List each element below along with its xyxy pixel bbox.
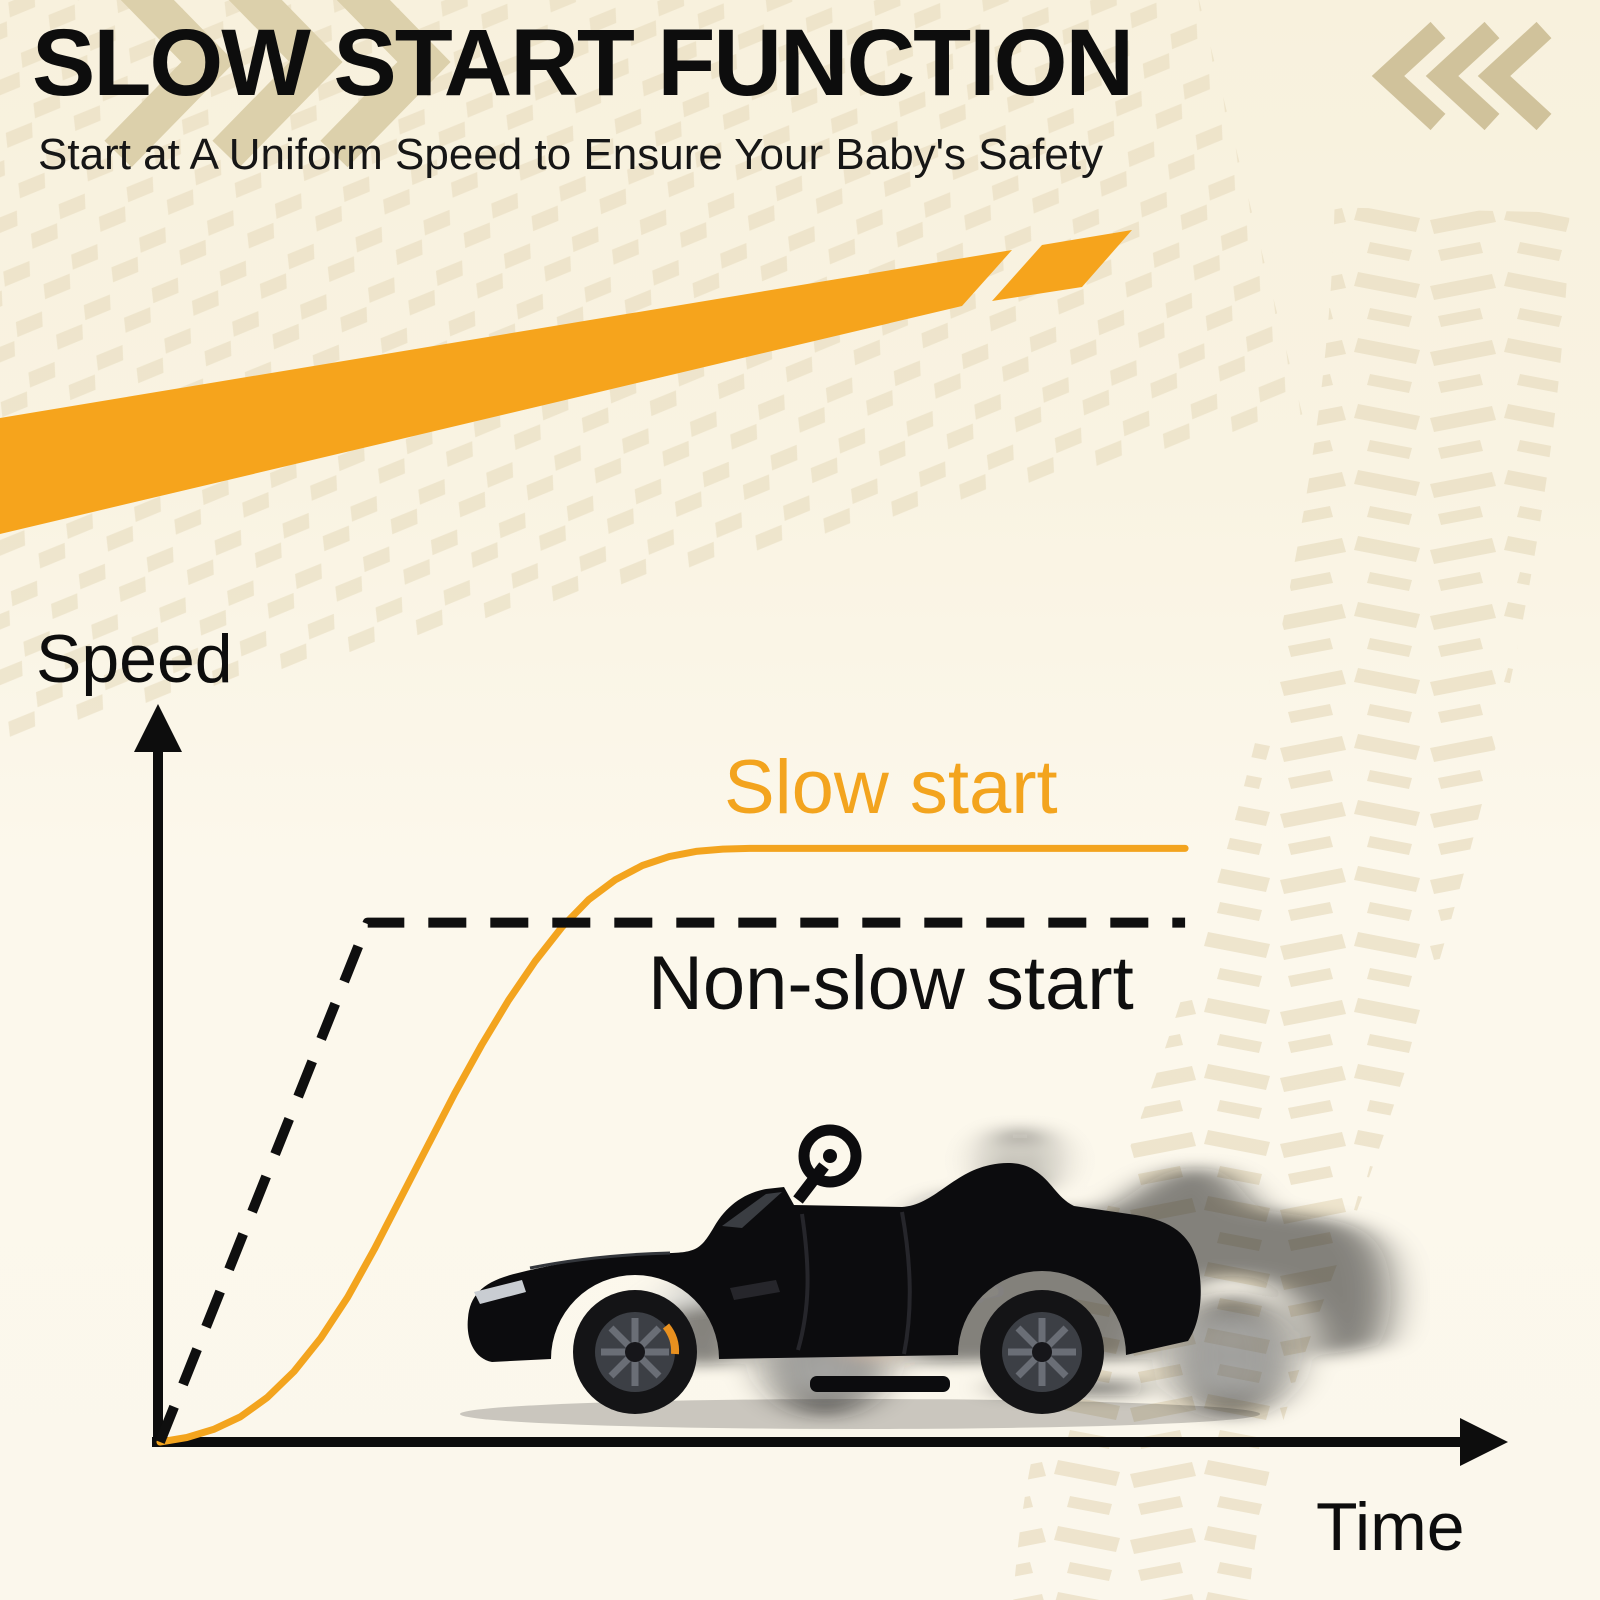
page-title: SLOW START FUNCTION [32,10,1134,116]
tire-track-vertical [1013,207,1570,1600]
chevrons-left-icon [1371,21,1552,131]
chart-series [155,844,1189,1446]
ride-on-car-image [460,1078,1430,1429]
orange-stripe [0,230,1132,534]
y-axis-arrowhead [134,704,182,752]
series-non-slow-start [155,917,1186,1444]
x-axis-label: Time [1316,1489,1465,1565]
y-axis-label: Speed [36,621,233,697]
x-axis-arrowhead [1460,1418,1508,1466]
header: SLOW START FUNCTION Start at A Uniform S… [32,10,1432,180]
chevrons-right-icon [104,0,451,168]
chart-axes [134,704,1508,1466]
non-slow-start-label: Non-slow start [648,941,1134,1026]
slow-start-label: Slow start [724,745,1058,830]
page-subtitle: Start at A Uniform Speed to Ensure Your … [38,129,1104,179]
series-slow-start [156,844,1189,1446]
